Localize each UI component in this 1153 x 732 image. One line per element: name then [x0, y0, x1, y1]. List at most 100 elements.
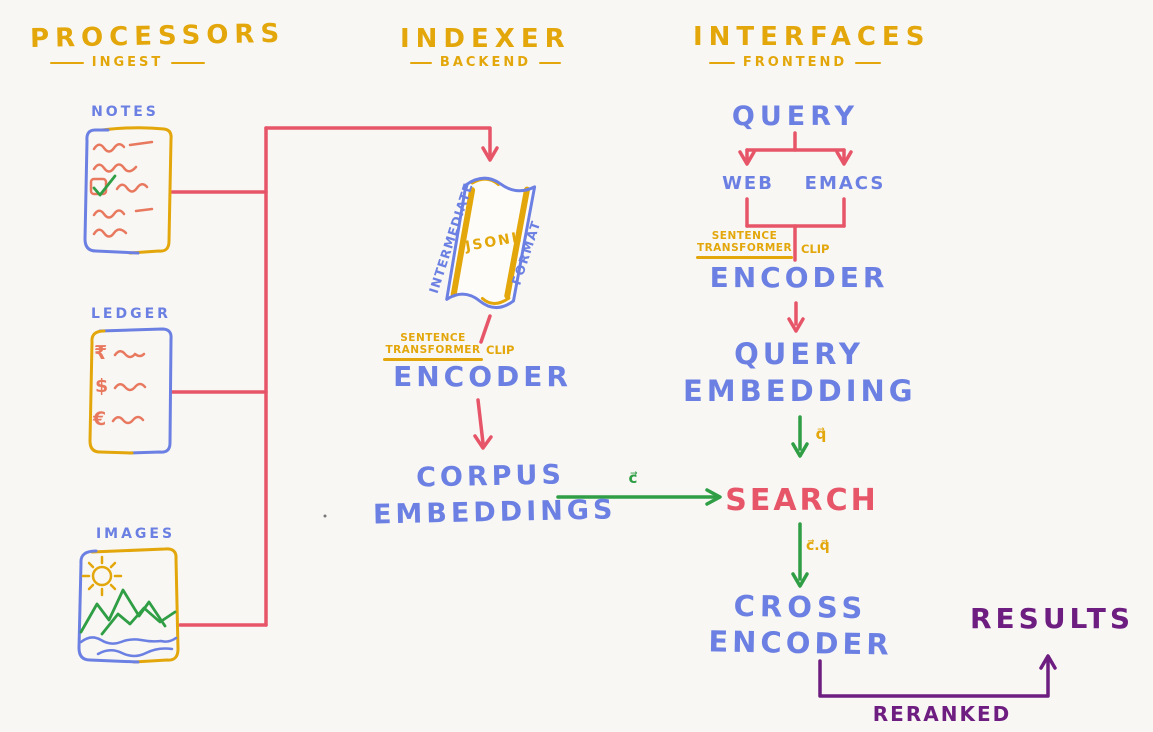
river-drawing	[79, 636, 178, 658]
arrowhead-into-emacs	[835, 150, 853, 166]
line-encoder-to-corpus	[476, 398, 485, 445]
processors-subtitle: INGEST	[45, 55, 210, 70]
indexer-title: INDEXER	[400, 24, 571, 54]
corpus-vector-label: c⃗	[628, 469, 638, 487]
arrowhead-into-embedding	[787, 317, 805, 333]
arrowhead-into-search-top	[791, 442, 809, 458]
subtitle-line	[49, 61, 84, 64]
subtitle-line	[409, 61, 432, 64]
scribble	[134, 207, 154, 213]
line-scroll-to-annotation	[479, 314, 492, 344]
interfaces-title: INTERFACES	[693, 22, 931, 52]
notes-label: NOTES	[91, 104, 159, 120]
ledger-scribble-lines	[111, 350, 147, 425]
mountain-ridge	[79, 588, 167, 634]
green-flow-lines	[556, 415, 809, 588]
currency-rupee: ₹	[94, 342, 108, 364]
sun-ray	[109, 583, 117, 591]
indexer-clip-label: CLIP	[486, 343, 515, 357]
line-trunk-to-scroll	[264, 126, 492, 158]
river-wave	[79, 636, 178, 645]
scribble	[113, 350, 146, 359]
annotation-sentence: SENTENCE	[711, 230, 778, 242]
sun-ray	[109, 561, 117, 569]
sun-ray	[87, 561, 95, 569]
arrowhead-into-cross-encoder	[791, 572, 809, 588]
query-vector-label: q⃗	[815, 425, 827, 443]
interfaces-clip-label: CLIP	[801, 242, 830, 256]
corpus-embeddings-line2: EMBEDDINGS	[372, 494, 617, 531]
annotation-transformer: TRANSFORMER	[696, 242, 793, 254]
arrowhead-into-results	[1039, 654, 1057, 670]
currency-euro: €	[93, 408, 107, 430]
subtitle-line	[708, 61, 735, 64]
cross-encoder-line1: CROSS	[733, 588, 868, 626]
subtitle-line	[855, 61, 882, 64]
stray-ink-dot	[323, 514, 327, 518]
images-card-border-blue	[77, 549, 140, 664]
scroll-roll-right	[504, 186, 531, 299]
arrowhead-into-web	[738, 150, 756, 166]
purple-flow-lines	[818, 654, 1057, 698]
sun-ray	[87, 583, 95, 591]
arrowhead-into-search-left	[705, 488, 722, 506]
cross-encoder-line2: ENCODER	[708, 624, 893, 662]
ledger-card-border-blue	[98, 327, 173, 455]
notes-card-icon	[83, 126, 173, 255]
scribble	[111, 415, 145, 425]
images-card-icon	[77, 547, 180, 664]
mountains-drawing	[79, 588, 177, 636]
interfaces-subtitle-label: FRONTEND	[742, 55, 848, 70]
processors-subtitle-label: INGEST	[91, 55, 164, 70]
checkmark	[92, 174, 117, 197]
notes-card-border-blue	[83, 128, 140, 255]
interfaces-subtitle: FRONTEND	[700, 55, 890, 70]
web-client-label: WEB	[722, 173, 774, 194]
jsonl-scroll-icon	[445, 176, 537, 310]
subtitle-line	[539, 61, 562, 64]
corpus-embeddings-line1: CORPUS	[415, 459, 566, 494]
ledger-label: LEDGER	[91, 306, 171, 322]
sun-icon	[81, 555, 123, 597]
currency-dollar: $	[95, 375, 109, 397]
scribble	[92, 143, 126, 153]
indexer-subtitle: BACKEND	[408, 55, 563, 70]
ledger-card-border-yellow	[88, 329, 134, 455]
annotation-underline	[383, 358, 483, 361]
results-label: RESULTS	[969, 602, 1135, 635]
mountain-ridge	[100, 606, 177, 636]
similarity-vector-label: c⃗.q⃗	[806, 538, 830, 554]
scribble	[92, 228, 128, 238]
indexer-encoder-annotation: SENTENCE TRANSFORMER	[383, 332, 483, 361]
subtitle-line	[171, 61, 206, 64]
ledger-card-icon	[88, 327, 173, 455]
interfaces-encoder-annotation: SENTENCE TRANSFORMER	[696, 230, 793, 259]
river-wave	[96, 647, 174, 658]
scribble	[92, 209, 126, 219]
reranked-label: RERANKED	[872, 702, 1012, 726]
interfaces-encoder-label: ENCODER	[709, 261, 889, 294]
notes-card-border-yellow	[100, 126, 173, 255]
scribble	[92, 163, 138, 173]
query-embedding-line2: EMBEDDING	[683, 374, 917, 408]
scroll-curl-bottom	[480, 296, 511, 305]
red-flow-lines	[170, 126, 853, 627]
emacs-client-label: EMACS	[804, 173, 886, 194]
search-label: SEARCH	[725, 483, 879, 518]
arrowhead-into-corpus	[473, 434, 493, 450]
indexer-subtitle-label: BACKEND	[439, 55, 532, 70]
annotation-underline	[696, 256, 793, 259]
sun-disc	[91, 565, 113, 587]
scribble	[128, 140, 154, 147]
images-label: IMAGES	[95, 526, 176, 542]
annotation-sentence: SENTENCE	[400, 332, 466, 344]
arrowhead-into-scroll	[481, 146, 499, 162]
processors-title: PROCESSORS	[29, 18, 286, 55]
scribble	[113, 382, 147, 392]
indexer-encoder-label: ENCODER	[393, 360, 572, 393]
query-label: QUERY	[731, 101, 860, 132]
annotation-transformer: TRANSFORMER	[385, 344, 481, 356]
scroll-outline	[445, 176, 537, 310]
